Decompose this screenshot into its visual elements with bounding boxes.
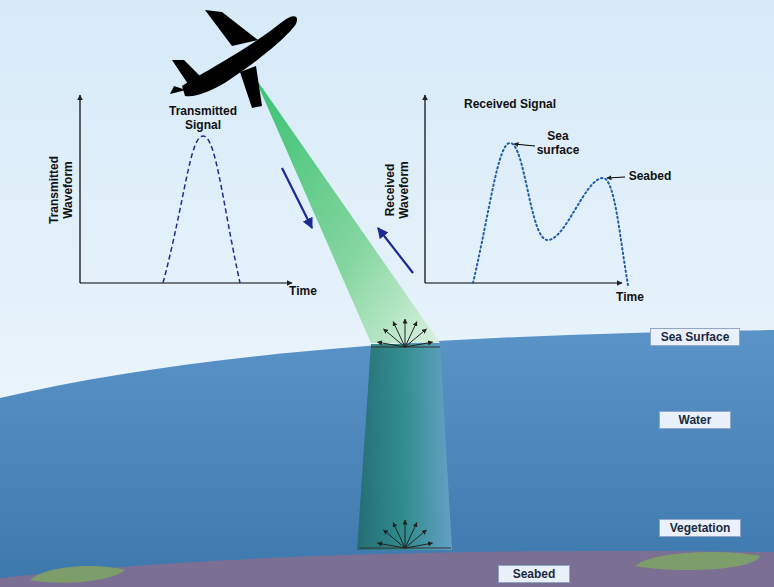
vegetation-left bbox=[30, 566, 125, 583]
airplane bbox=[170, 10, 297, 108]
axis-label: Received Waveform bbox=[384, 150, 412, 230]
seabed bbox=[0, 551, 774, 587]
peak-annotation: Seabed bbox=[625, 170, 675, 184]
layer-label-text: Seabed bbox=[513, 567, 556, 581]
received-chart bbox=[425, 95, 628, 285]
water-beam bbox=[357, 344, 452, 550]
layer-label: Seabed bbox=[498, 565, 570, 583]
axis-label: Time bbox=[283, 285, 323, 299]
vegetation-right bbox=[635, 552, 760, 570]
layer-label-text: Vegetation bbox=[670, 521, 731, 535]
layer-label: Water bbox=[659, 411, 731, 429]
layer-label: Vegetation bbox=[659, 519, 742, 537]
chart-title: Received Signal bbox=[450, 98, 570, 112]
layer-label: Sea Surface bbox=[650, 328, 741, 346]
axis-label: Time bbox=[610, 291, 650, 305]
transmitted-chart bbox=[80, 95, 292, 283]
axis-label: Transmitted Waveform bbox=[48, 145, 76, 235]
scatter-rays bbox=[377, 319, 432, 548]
chart-title: Transmitted Signal bbox=[158, 105, 248, 133]
layer-label-text: Water bbox=[679, 413, 712, 427]
peak-annotation: Sea surface bbox=[533, 130, 583, 158]
sea-water bbox=[0, 330, 774, 587]
layer-label-text: Sea Surface bbox=[661, 330, 730, 344]
laser-beam bbox=[254, 76, 440, 343]
up-arrow bbox=[378, 228, 413, 273]
down-arrow bbox=[282, 168, 312, 228]
